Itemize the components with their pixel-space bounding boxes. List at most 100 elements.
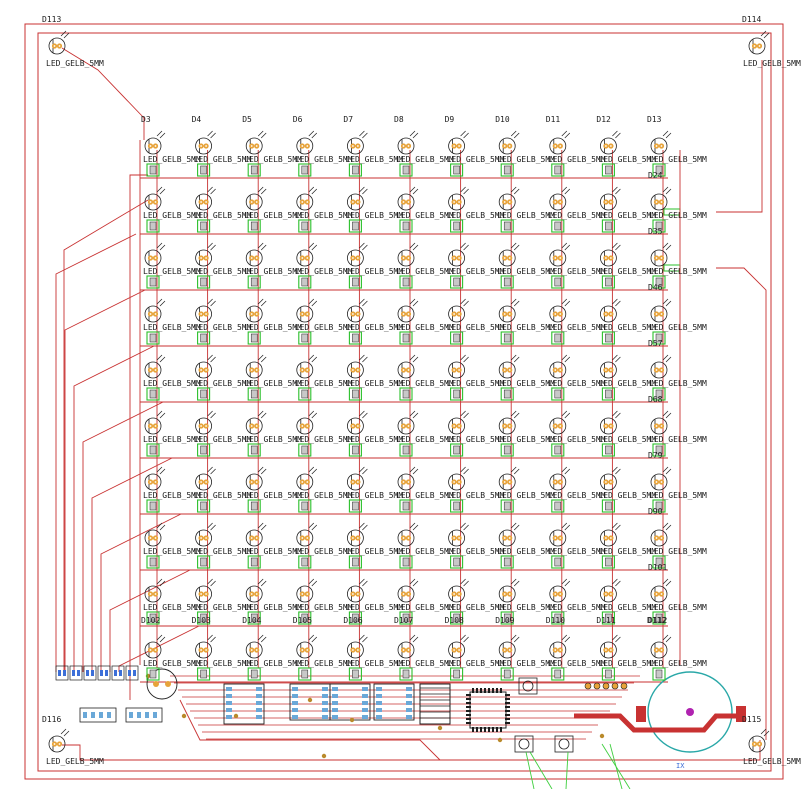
- led-outline: [650, 193, 668, 211]
- led-outline: [549, 249, 567, 267]
- led-hole: [200, 481, 203, 483]
- led-hole: [610, 593, 612, 595]
- led-hole: [605, 537, 607, 539]
- led-hole: [149, 537, 152, 539]
- led-light-arrow: [460, 634, 466, 641]
- led-hole: [559, 201, 562, 203]
- matrix-led: [650, 298, 672, 323]
- led-hole: [200, 201, 203, 203]
- led-light-arrow: [665, 356, 672, 363]
- led-light-arrow: [460, 410, 466, 417]
- led-light-arrow: [210, 636, 216, 643]
- led-hole: [407, 313, 410, 315]
- matrix-bottom-designator: D109: [495, 616, 514, 625]
- designator-box: [298, 443, 312, 457]
- designator-box: [197, 555, 211, 569]
- led-hole: [610, 201, 612, 203]
- matrix-led: [397, 522, 419, 547]
- led-hole: [655, 537, 658, 539]
- led-light-arrow: [210, 244, 216, 251]
- led-light-arrow: [463, 244, 469, 251]
- led-value-label: LED_GELB_5MM: [194, 603, 252, 612]
- led-light-arrow: [210, 356, 216, 363]
- designator-box: [601, 331, 615, 345]
- led-outline: [296, 473, 314, 491]
- led-light-arrow: [257, 130, 264, 137]
- matrix-led: [296, 634, 318, 659]
- led-outline: [296, 529, 314, 547]
- led-light-arrow: [257, 354, 264, 361]
- matrix-led: [346, 410, 368, 435]
- led-value-label: LED_GELB_5MM: [447, 155, 505, 164]
- led-light-arrow: [513, 412, 520, 419]
- led-light-arrow: [615, 412, 621, 419]
- led-light-arrow: [564, 244, 571, 251]
- led-light-arrow: [662, 410, 669, 417]
- designator-box: [551, 219, 565, 233]
- led-light-arrow: [257, 578, 264, 585]
- led-light-arrow: [561, 578, 568, 585]
- led-light-arrow: [159, 300, 166, 307]
- led-light-arrow: [561, 242, 568, 249]
- led-hole: [149, 145, 152, 147]
- led-hole: [154, 369, 157, 371]
- matrix-led: [346, 578, 368, 603]
- led-hole: [559, 369, 562, 371]
- led-outline: [397, 193, 415, 211]
- led-value-label: LED_GELB_5MM: [194, 659, 252, 668]
- coin-cell-center: [686, 708, 694, 716]
- led-value-label: LED_GELB_5MM: [447, 491, 505, 500]
- led-light-arrow: [460, 242, 466, 249]
- led-light-arrow: [460, 578, 466, 585]
- designator-fill: [655, 669, 663, 679]
- matrix-led: [296, 410, 318, 435]
- left-fanout-trace: [91, 457, 173, 672]
- led-hole: [255, 481, 258, 483]
- designator-box: [399, 499, 413, 513]
- designator-box: [399, 443, 413, 457]
- designator-box: [551, 163, 565, 177]
- matrix-led: [397, 130, 419, 155]
- dip-ic-pad: [376, 701, 382, 705]
- led-value-label: LED_GELB_5MM: [345, 267, 403, 276]
- matrix-led: [498, 466, 520, 491]
- designator-box: [652, 499, 666, 513]
- designator-box: [500, 331, 514, 345]
- led-hole: [605, 481, 607, 483]
- led-light-arrow: [412, 356, 419, 363]
- matrix-led: [549, 634, 571, 659]
- mcu-pin: [480, 727, 482, 732]
- led-hole: [255, 313, 258, 315]
- designator-box: [298, 499, 312, 513]
- led-light-arrow: [460, 354, 466, 361]
- designator-box: [500, 163, 514, 177]
- led-hole: [306, 257, 309, 259]
- designator-fill: [453, 389, 460, 399]
- matrix-led: [448, 186, 469, 211]
- designator-fill: [554, 501, 562, 511]
- led-light-arrow: [412, 300, 419, 307]
- led-hole: [655, 145, 658, 147]
- led-outline: [650, 249, 668, 267]
- led-light-arrow: [510, 186, 517, 193]
- dip-ic-pad: [256, 715, 262, 719]
- led-light-arrow: [260, 188, 267, 195]
- led-light-arrow: [612, 578, 618, 585]
- matrix-led: [549, 466, 571, 491]
- small-ic-outline: [79, 707, 117, 723]
- led-hole: [610, 313, 612, 315]
- led-outline: [195, 305, 213, 323]
- designator-fill: [503, 501, 511, 511]
- matrix-led: [245, 578, 267, 603]
- led-hole: [503, 369, 506, 371]
- via: [497, 737, 503, 743]
- led-hole: [301, 201, 304, 203]
- small-ic-pad: [83, 712, 87, 718]
- designator-fill: [352, 501, 359, 511]
- led-hole: [205, 201, 208, 203]
- led-hole: [154, 257, 157, 259]
- led-hole: [53, 743, 56, 745]
- small-ic-pad: [137, 712, 141, 718]
- smd-pad: [63, 670, 66, 676]
